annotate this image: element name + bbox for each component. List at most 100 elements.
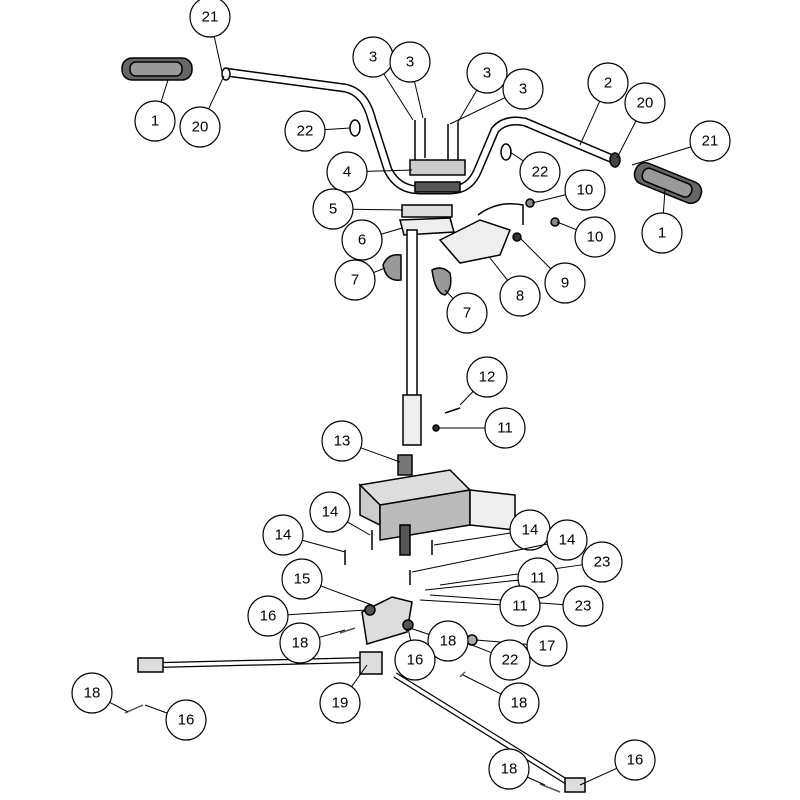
callout-circle: [484, 407, 526, 449]
callout-14: 14: [262, 514, 346, 556]
leader-line: [381, 227, 403, 235]
callout-10: 10: [556, 216, 616, 258]
callout-circle: [394, 639, 436, 681]
leader-line: [351, 664, 368, 687]
leader-line: [320, 585, 373, 606]
leader-line: [302, 539, 346, 553]
leader-line: [531, 194, 566, 204]
callout-number: 9: [561, 275, 569, 292]
callout-circle: [334, 259, 376, 301]
callout-3: 3: [457, 52, 508, 123]
callout-16: 16: [579, 739, 656, 786]
callout-circle: [71, 672, 113, 714]
callout-circle: [262, 514, 304, 556]
callout-number: 13: [334, 433, 351, 450]
leader-line: [556, 221, 577, 231]
leader-line: [471, 644, 492, 654]
leader-line: [462, 674, 502, 695]
callout-14: 14: [411, 519, 588, 573]
callout-number: 1: [658, 225, 666, 242]
callout-18: 18: [279, 622, 346, 664]
callout-number: 18: [292, 635, 309, 652]
leader-line: [419, 599, 501, 606]
callout-circle: [326, 151, 368, 193]
callout-18: 18: [488, 748, 546, 790]
handlebar-clamp: [409, 159, 466, 176]
leader-line: [411, 543, 548, 573]
callout-number: 11: [512, 598, 528, 615]
callout-number: 11: [497, 420, 513, 437]
callout-22: 22: [471, 639, 531, 681]
callout-2: 2: [579, 62, 629, 146]
leader-line: [213, 36, 223, 73]
left-grip: [121, 57, 193, 81]
leader-line: [579, 767, 617, 786]
callout-circle: [321, 420, 363, 462]
callout-circle: [564, 169, 606, 211]
callout-3: 3: [389, 41, 431, 119]
callout-circle: [488, 748, 530, 790]
callout-circle: [499, 585, 541, 627]
callout-circle: [466, 356, 508, 398]
leader-line: [433, 532, 511, 546]
callout-circle: [446, 292, 488, 334]
leader-line: [439, 564, 583, 586]
leader-line: [457, 89, 478, 123]
callout-1: 1: [134, 79, 176, 142]
callout-3: 3: [449, 68, 544, 125]
leader-line: [616, 120, 637, 159]
callout-number: 10: [577, 182, 594, 199]
callout-circle: [546, 519, 588, 561]
leader-line: [414, 81, 424, 119]
leader-line: [360, 447, 401, 463]
leader-line: [409, 627, 430, 635]
callout-circle: [319, 682, 361, 724]
callout-18: 18: [409, 620, 469, 662]
callout-number: 23: [594, 554, 611, 571]
leader-line: [527, 776, 546, 786]
leader-line: [519, 237, 552, 270]
leader-line: [144, 704, 168, 714]
callout-number: 21: [702, 133, 719, 150]
callout-1: 1: [641, 189, 683, 254]
callout-number: 14: [322, 504, 339, 521]
leader-line: [347, 521, 371, 536]
leader-line: [631, 146, 692, 166]
steering-column: [406, 229, 418, 411]
callout-circle: [498, 682, 540, 724]
callout-21: 21: [631, 120, 731, 166]
callout-number: 6: [358, 232, 366, 249]
leader-line: [324, 127, 351, 131]
callout-number: 17: [539, 638, 556, 655]
leader-line: [459, 391, 474, 406]
callout-number: 3: [519, 81, 527, 98]
callout-4: 4: [326, 151, 413, 193]
callout-18: 18: [462, 674, 540, 724]
callout-18: 18: [71, 672, 129, 714]
callout-circle: [134, 100, 176, 142]
leader-line: [366, 169, 413, 172]
callout-number: 18: [501, 761, 518, 778]
callout-circle: [641, 212, 683, 254]
callout-number: 4: [343, 164, 351, 181]
callout-number: 5: [329, 201, 337, 218]
leader-line: [424, 579, 519, 591]
callout-22: 22: [284, 110, 351, 152]
leader-line: [407, 627, 412, 641]
callout-3: 3: [352, 36, 414, 121]
callout-number: 16: [627, 752, 644, 769]
callout-circle: [526, 625, 568, 667]
callout-15: 15: [281, 558, 373, 606]
leader-line: [319, 629, 346, 638]
callout-number: 23: [575, 598, 592, 615]
callout-number: 22: [532, 164, 549, 181]
callout-20: 20: [179, 75, 225, 148]
callout-circle: [466, 52, 508, 94]
callout-number: 3: [406, 54, 414, 71]
callout-7: 7: [444, 289, 488, 334]
callout-23: 23: [429, 585, 604, 627]
callout-circle: [165, 699, 207, 741]
callout-12: 12: [459, 356, 508, 406]
callout-7: 7: [334, 259, 386, 301]
